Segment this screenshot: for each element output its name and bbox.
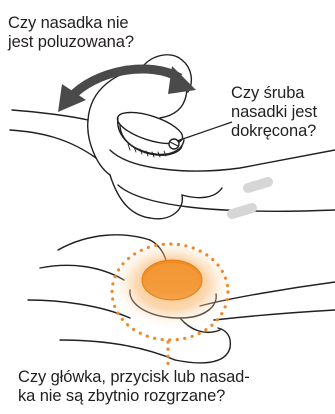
handpiece-shine (232, 182, 268, 214)
callout-screw-tight: Czy śruba nasadki jest dokręcona? (231, 84, 317, 141)
callout-screw-tight-line-2: nasadki jest (231, 103, 317, 122)
callout-overheat: Czy główka, przycisk lub nasad- ka nie s… (18, 368, 250, 406)
screw-leader-line (177, 122, 232, 141)
callout-cap-loose: Czy nasadka nie jest poluzowana? (8, 14, 134, 52)
callout-cap-loose-line-1: Czy nasadka nie (8, 14, 134, 33)
callout-cap-loose-line-2: jest poluzowana? (8, 33, 134, 52)
callout-screw-tight-line-1: Czy śruba (231, 84, 317, 103)
callout-screw-tight-line-3: dokręcona? (231, 122, 317, 141)
callout-overheat-line-2: ka nie są zbytnio rozgrzane? (18, 387, 250, 406)
callout-overheat-line-1: Czy główka, przycisk lub nasad- (18, 368, 250, 387)
rotation-arrow-icon (58, 66, 196, 112)
